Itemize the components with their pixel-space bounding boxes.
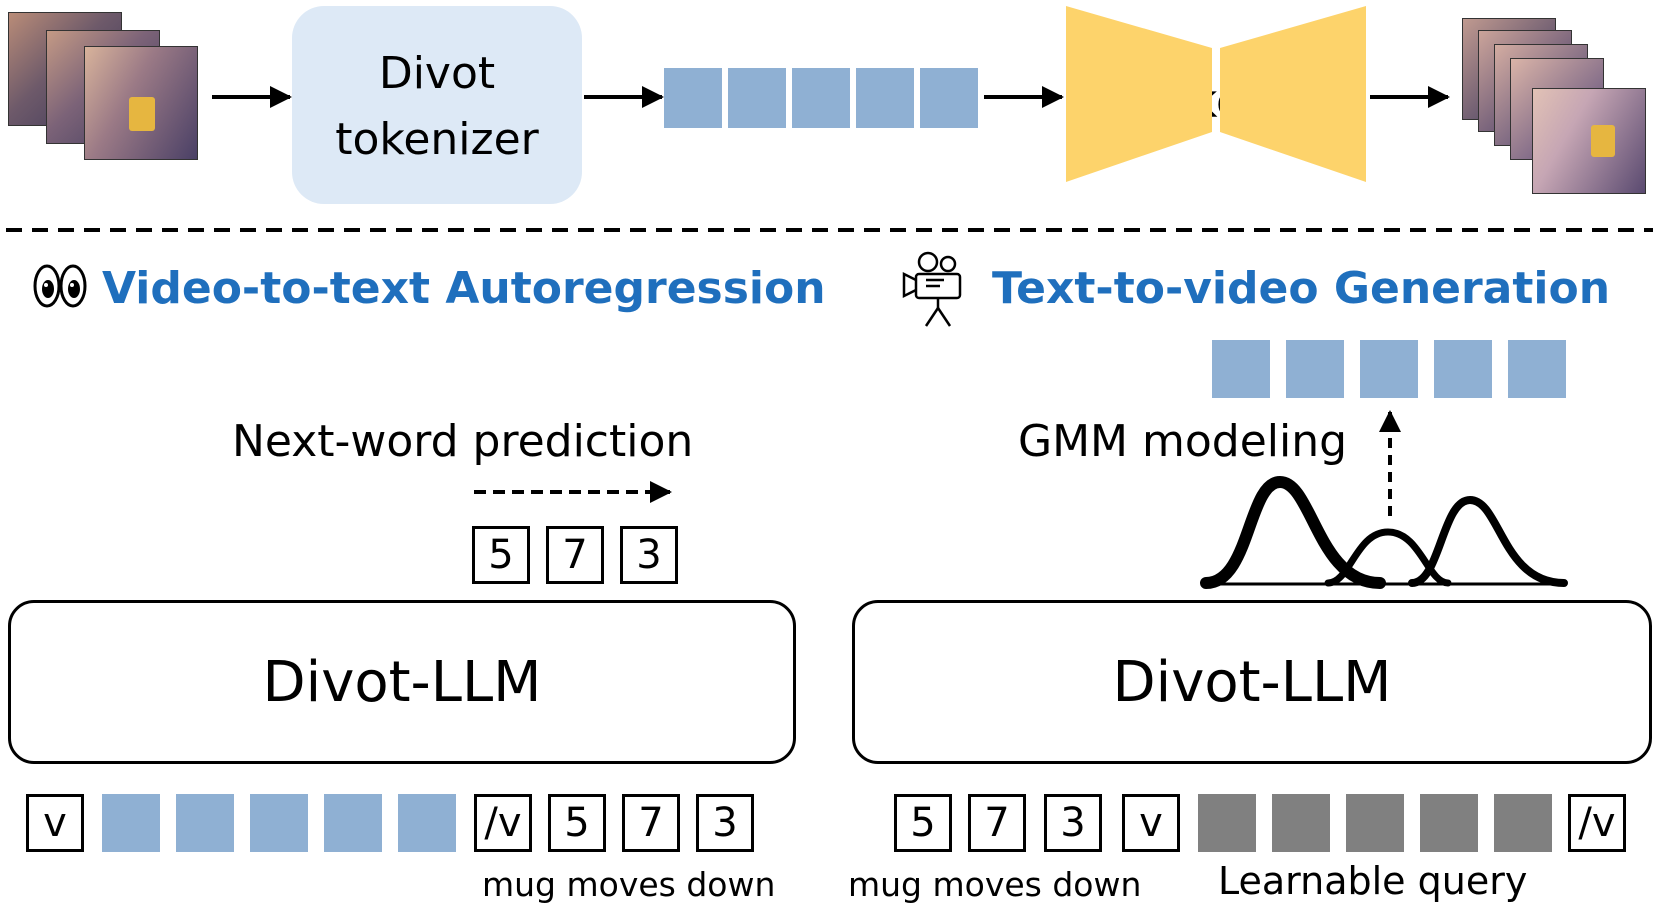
learnable-query-token — [1198, 794, 1256, 852]
video-token — [102, 794, 160, 852]
video-token — [1508, 340, 1566, 398]
left-panel-heading: Video-to-text Autoregression — [102, 263, 826, 314]
divot-llm-right: Divot-LLM — [852, 600, 1652, 764]
tokenizer-label-line1: Divot — [378, 48, 496, 99]
mug-image — [129, 97, 155, 131]
learnable-query-token — [1420, 794, 1478, 852]
video-token — [176, 794, 234, 852]
text-token: 3 — [1044, 794, 1102, 852]
learnable-query-token — [1494, 794, 1552, 852]
mug-image — [1591, 125, 1615, 157]
video-token — [664, 68, 722, 128]
text-token: 7 — [968, 794, 1026, 852]
video-token — [324, 794, 382, 852]
detokenizer-shape-left — [1066, 6, 1212, 182]
predicted-token: 5 — [472, 526, 530, 584]
video-end-token: /v — [474, 794, 532, 852]
divot-llm-right-label: Divot-LLM — [1112, 649, 1392, 715]
eyes-icon — [32, 262, 88, 310]
divot-tokenizer-box — [292, 6, 582, 204]
tokenizer-label-line2: tokenizer — [335, 114, 539, 165]
right-caption-text: mug moves down — [848, 865, 1142, 904]
text-token: 3 — [696, 794, 754, 852]
video-token — [1212, 340, 1270, 398]
divot-llm-left-label: Divot-LLM — [262, 649, 542, 715]
learnable-query-token — [1346, 794, 1404, 852]
video-token — [856, 68, 914, 128]
left-caption: mug moves down — [482, 865, 776, 904]
video-start-token: v — [26, 794, 84, 852]
output-frame-front — [1532, 88, 1646, 194]
input-frame-front — [84, 46, 198, 160]
video-token — [250, 794, 308, 852]
video-token — [920, 68, 978, 128]
text-token: 7 — [622, 794, 680, 852]
video-start-token: v — [1122, 794, 1180, 852]
movie-camera-icon — [900, 250, 976, 328]
video-end-token: /v — [1568, 794, 1626, 852]
divot-llm-left: Divot-LLM — [8, 600, 796, 764]
video-token — [728, 68, 786, 128]
video-token — [1360, 340, 1418, 398]
right-panel-heading: Text-to-video Generation — [992, 263, 1611, 314]
right-caption-query: Learnable query — [1218, 859, 1528, 903]
video-token — [398, 794, 456, 852]
detokenizer-shape-right — [1220, 6, 1366, 182]
gmm-modeling-label: GMM modeling — [1018, 416, 1348, 467]
video-token — [792, 68, 850, 128]
gmm-curves — [1200, 475, 1568, 589]
predicted-token: 7 — [546, 526, 604, 584]
text-token: 5 — [548, 794, 606, 852]
text-token: 5 — [894, 794, 952, 852]
predicted-token: 3 — [620, 526, 678, 584]
learnable-query-token — [1272, 794, 1330, 852]
video-token — [1434, 340, 1492, 398]
next-word-prediction-label: Next-word prediction — [232, 416, 694, 467]
video-token — [1286, 340, 1344, 398]
